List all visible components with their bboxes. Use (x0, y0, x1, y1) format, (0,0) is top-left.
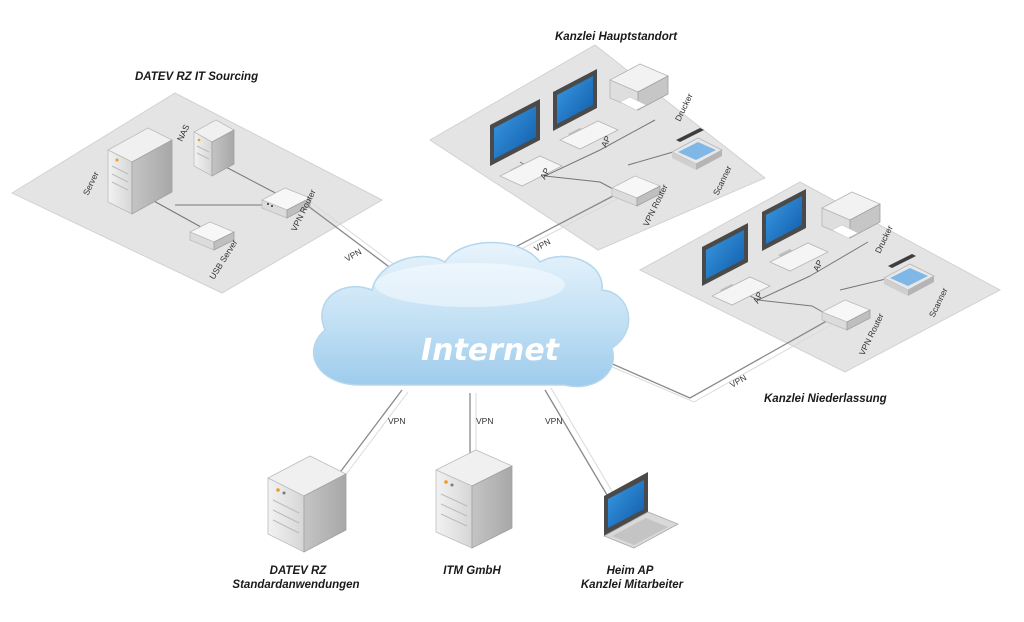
ap-label-haupt-1: AP (538, 166, 552, 181)
vpn-line-hauptstandort (499, 194, 616, 256)
internet-cloud: Internet (313, 241, 630, 388)
hauptstandort-platform (429, 44, 766, 251)
zone-title-niederlassung: Kanzlei Niederlassung (764, 393, 887, 405)
niederlassung-platform (638, 181, 1002, 373)
ap-label-haupt-2: AP (599, 134, 613, 149)
vpn-connections (299, 194, 837, 501)
itm-server-icon (435, 449, 513, 549)
vpn-router-icon-haupt (611, 175, 661, 207)
heim-title-line2: Kanzlei Mitarbeiter (581, 579, 684, 591)
zone-title-sourcing: DATEV RZ IT Sourcing (135, 71, 258, 83)
drucker-label-haupt: Drucker (673, 92, 695, 123)
vpn-line-sourcing (299, 199, 401, 276)
printer-icon-haupt (609, 63, 669, 111)
scanner-icon-haupt (671, 128, 723, 170)
internet-label: Internet (421, 333, 561, 368)
vpn-line-heim (544, 389, 611, 501)
server-icon (107, 127, 173, 215)
vpn-label-datev-std: VPN (388, 416, 405, 426)
ap-label-nieder-2: AP (811, 258, 825, 273)
zone-title-hauptstandort: Kanzlei Hauptstandort (555, 31, 678, 43)
monitor-icon-nieder-2 (762, 189, 829, 272)
monitor-icon-haupt-1 (490, 99, 563, 187)
vpn-label-hauptstandort: VPN (532, 236, 552, 253)
usb-server-icon (189, 221, 235, 251)
scanner-icon-nieder (883, 254, 935, 296)
ap-label-nieder-1: AP (751, 290, 765, 305)
vpn-label-sourcing: VPN (343, 246, 363, 263)
monitor-icon-haupt-2 (553, 69, 619, 150)
vpn-label-itm: VPN (476, 416, 493, 426)
datev-std-server-icon (267, 455, 347, 553)
vpn-label-heim: VPN (545, 416, 562, 426)
datev-std-title-line2: Standardanwendungen (232, 579, 359, 591)
monitor-icon-nieder-1 (702, 223, 771, 306)
itm-title: ITM GmbH (443, 565, 501, 577)
nas-icon (193, 119, 235, 177)
datev-std-title-line1: DATEV RZ (270, 565, 328, 577)
datev-sourcing-platform (10, 92, 384, 294)
vpn-router-icon-nieder (821, 299, 871, 331)
vpn-line-datev-std (337, 389, 403, 476)
vpn-line-niederlassung (607, 317, 833, 399)
printer-icon-nieder (821, 191, 881, 239)
laptop-icon (603, 472, 679, 549)
vpn-router-icon-sourcing (261, 187, 311, 219)
heim-title-line1: Heim AP (607, 565, 654, 577)
